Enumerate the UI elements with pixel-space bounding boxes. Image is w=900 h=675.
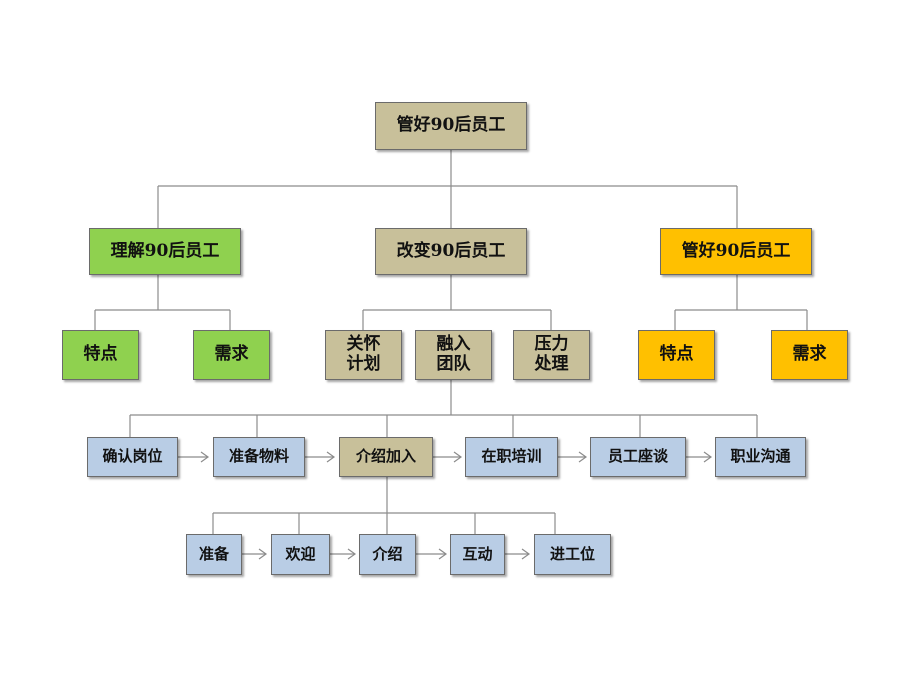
step-introduce-join: 介绍加入 bbox=[339, 437, 433, 477]
step-prepare-materials: 准备物料 bbox=[213, 437, 305, 477]
left-needs-node: 需求 bbox=[193, 330, 270, 380]
intro-interact: 互动 bbox=[450, 534, 505, 575]
step-staff-meeting: 员工座谈 bbox=[590, 437, 686, 477]
stress-handling-node: 压力 处理 bbox=[513, 330, 590, 380]
team-integration-node: 融入 团队 bbox=[415, 330, 492, 380]
root-node: 管好90后员工 bbox=[375, 102, 527, 150]
left-traits-node: 特点 bbox=[62, 330, 139, 380]
right-needs-node: 需求 bbox=[771, 330, 848, 380]
manage-node: 管好90后员工 bbox=[660, 228, 812, 275]
intro-prepare: 准备 bbox=[186, 534, 242, 575]
intro-welcome: 欢迎 bbox=[271, 534, 330, 575]
right-traits-node: 特点 bbox=[638, 330, 715, 380]
understand-node: 理解90后员工 bbox=[89, 228, 241, 275]
intro-go-to-desk: 进工位 bbox=[534, 534, 611, 575]
intro-introduce: 介绍 bbox=[359, 534, 416, 575]
change-node: 改变90后员工 bbox=[375, 228, 527, 275]
step-career-talk: 职业沟通 bbox=[715, 437, 806, 477]
step-confirm-position: 确认岗位 bbox=[87, 437, 178, 477]
care-plan-node: 关怀 计划 bbox=[325, 330, 402, 380]
step-onjob-training: 在职培训 bbox=[465, 437, 558, 477]
